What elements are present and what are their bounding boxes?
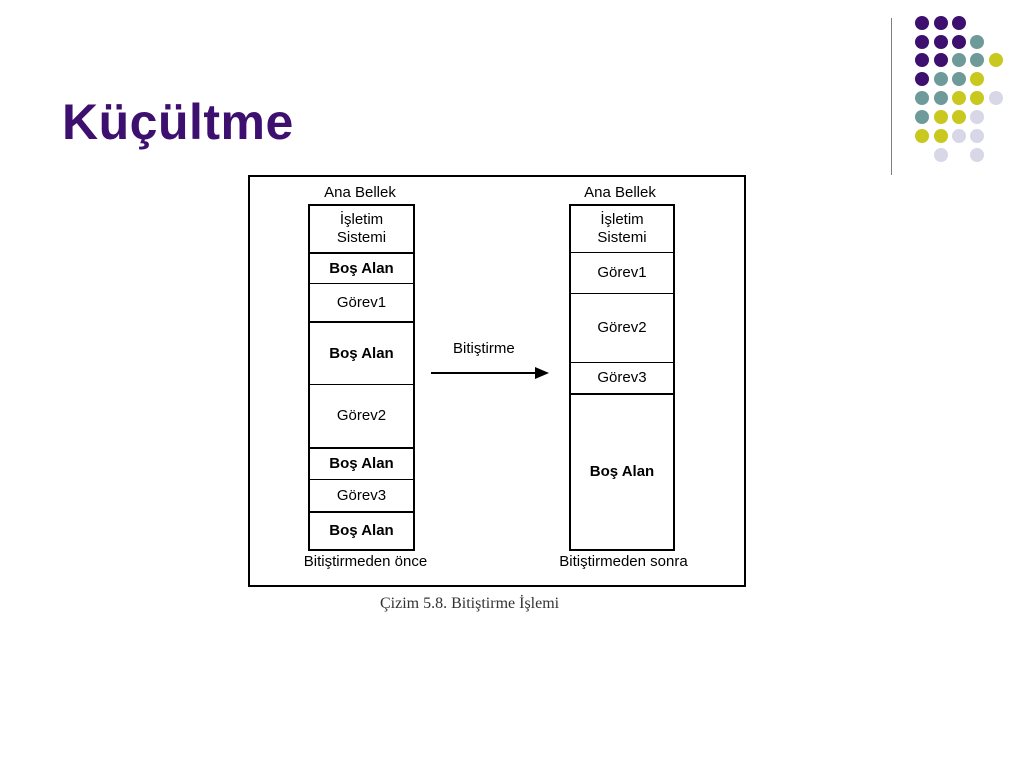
before-block-task: Görev3 xyxy=(310,480,413,512)
decorative-dot xyxy=(934,129,948,143)
decorative-dot xyxy=(989,91,1003,105)
after-block-label: Görev2 xyxy=(597,319,647,336)
after-block-task: Görev3 xyxy=(571,363,673,394)
before-block-label: Boş Alan xyxy=(329,344,394,362)
decorative-dot xyxy=(952,129,966,143)
decorative-dot xyxy=(934,16,948,30)
before-block-label: Boş Alan xyxy=(329,455,394,472)
before-block-free: Boş Alan xyxy=(310,512,413,549)
decorative-dot xyxy=(970,148,984,162)
after-block-label: Görev1 xyxy=(597,264,647,281)
decorative-dot xyxy=(952,53,966,67)
figure-caption: Çizim 5.8. Bitiştirme İşlemi xyxy=(380,595,560,612)
decorative-dot xyxy=(915,53,929,67)
decorative-dot xyxy=(934,148,948,162)
decorative-dot xyxy=(934,91,948,105)
after-block-task: Görev2 xyxy=(571,294,673,363)
decorative-dot xyxy=(952,91,966,105)
after-block-label: Boş Alan xyxy=(589,463,655,480)
before-block-free: Boş Alan xyxy=(310,322,413,385)
slide-title: Küçültme xyxy=(62,94,294,150)
before-block-free: Boş Alan xyxy=(310,448,413,480)
memory-compaction-figure xyxy=(248,175,746,587)
before-header: Ana Bellek xyxy=(324,184,396,201)
before-footer: Bitiştirmeden önce xyxy=(303,553,428,570)
after-block-free: Boş Alan xyxy=(571,394,673,549)
decorative-dot xyxy=(952,72,966,86)
before-block-label: Görev1 xyxy=(336,293,387,311)
decorative-dot xyxy=(970,35,984,49)
decorative-dot xyxy=(952,16,966,30)
decorative-dot xyxy=(970,129,984,143)
before-block-label: Boş Alan xyxy=(329,522,394,539)
decorative-dot xyxy=(934,53,948,67)
decorative-dot xyxy=(970,53,984,67)
after-header: Ana Bellek xyxy=(584,184,656,201)
decorative-dot xyxy=(915,72,929,86)
before-block-task: Görev1 xyxy=(310,284,413,322)
decorative-dot xyxy=(970,72,984,86)
decorative-dot xyxy=(952,110,966,124)
before-block-task: Görev2 xyxy=(310,385,413,448)
decorative-dot xyxy=(934,35,948,49)
arrow-right-icon xyxy=(431,367,549,379)
after-block-label: Görev3 xyxy=(597,369,647,386)
decorative-dot xyxy=(915,110,929,124)
decorative-dot xyxy=(970,110,984,124)
after-footer: Bitiştirmeden sonra xyxy=(559,553,688,570)
decorative-dot xyxy=(915,35,929,49)
decorative-dot-grid xyxy=(0,0,1024,200)
decorative-dot xyxy=(934,110,948,124)
decorative-dot xyxy=(952,35,966,49)
after-block-task: Görev1 xyxy=(571,253,673,294)
decorative-dot xyxy=(970,91,984,105)
arrow-label: Bitiştirme xyxy=(453,340,515,357)
decorative-dot xyxy=(915,129,929,143)
decorative-dot xyxy=(934,72,948,86)
decorative-dot xyxy=(915,16,929,30)
decorative-dot xyxy=(989,53,1003,67)
before-block-label: Görev2 xyxy=(336,407,387,424)
decorative-dot xyxy=(915,91,929,105)
before-block-label: Görev3 xyxy=(336,486,387,504)
before-block-free: Boş Alan xyxy=(310,253,413,284)
before-block-label: Boş Alan xyxy=(329,259,394,277)
decorative-divider xyxy=(891,18,892,175)
